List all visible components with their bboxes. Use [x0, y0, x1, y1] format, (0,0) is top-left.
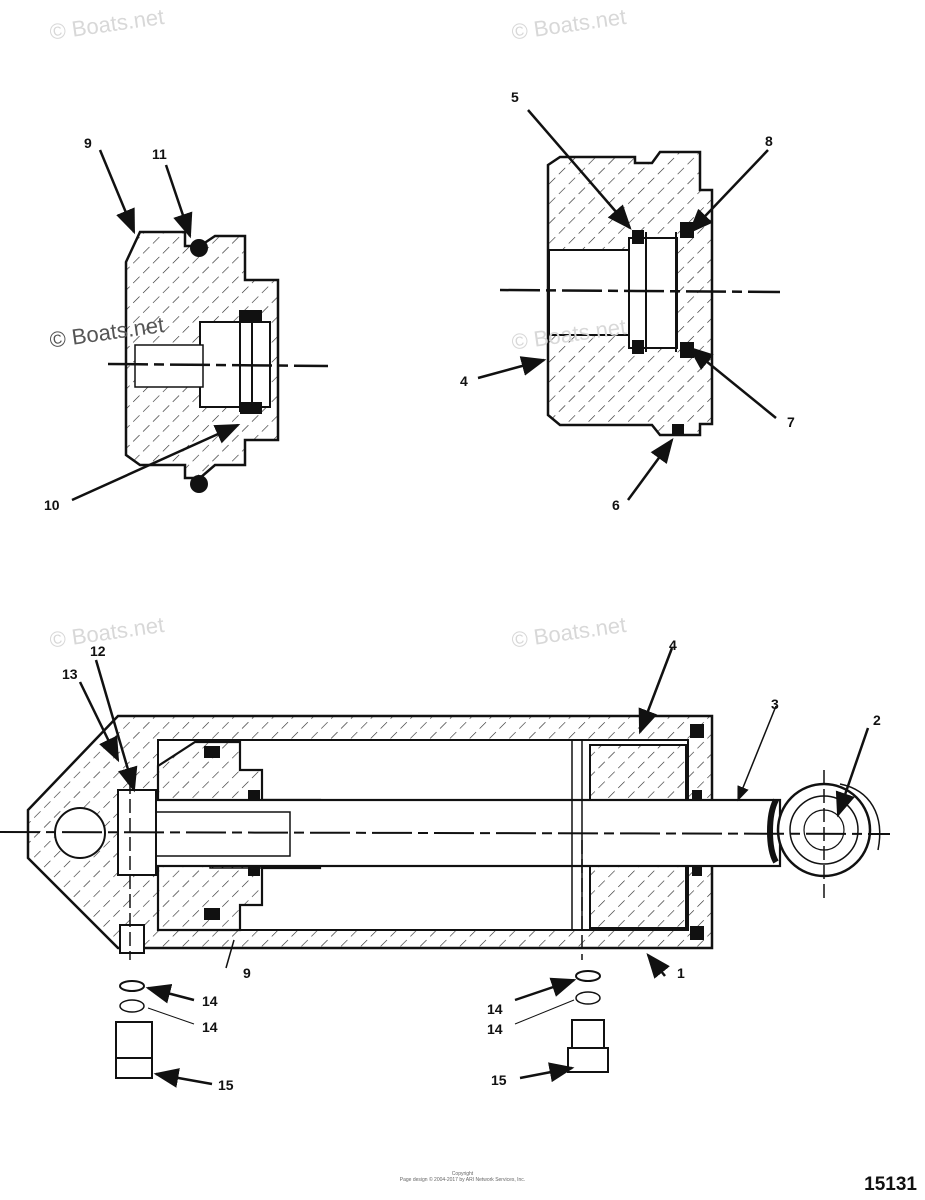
callout-7: 7	[787, 414, 795, 430]
end-cap-detail	[477, 109, 781, 501]
callout-3: 3	[771, 696, 779, 712]
callout-4: 4	[460, 373, 468, 389]
callout-13: 13	[62, 666, 78, 682]
callout-14: 14	[202, 993, 218, 1009]
fitting-parts	[115, 970, 609, 1088]
callout-2: 2	[873, 712, 881, 728]
callout-5: 5	[511, 89, 519, 105]
piston-detail	[71, 149, 329, 502]
callout-11: 11	[152, 146, 167, 162]
copyright-line: Copyright	[451, 1171, 474, 1177]
callout-10: 10	[44, 497, 60, 513]
drawing-number: 15131	[864, 1174, 917, 1195]
copyright-line: Page design © 2004-2017 by ARI Network S…	[399, 1177, 526, 1183]
callout-9: 9	[243, 965, 251, 981]
callout-12: 12	[90, 643, 106, 659]
callout-14: 14	[202, 1019, 218, 1035]
callout-15: 15	[218, 1077, 234, 1093]
copyright-notice: Copyright Page design © 2004-2017 by ARI…	[0, 1171, 925, 1183]
callout-1: 1	[677, 965, 685, 981]
callout-6: 6	[612, 497, 620, 513]
callout-14: 14	[487, 1021, 503, 1037]
callout-8: 8	[765, 133, 773, 149]
callout-9: 9	[84, 135, 92, 151]
cylinder-assembly	[0, 647, 891, 979]
callout-14: 14	[487, 1001, 503, 1017]
callout-15: 15	[491, 1072, 507, 1088]
callout-4: 4	[669, 637, 677, 653]
